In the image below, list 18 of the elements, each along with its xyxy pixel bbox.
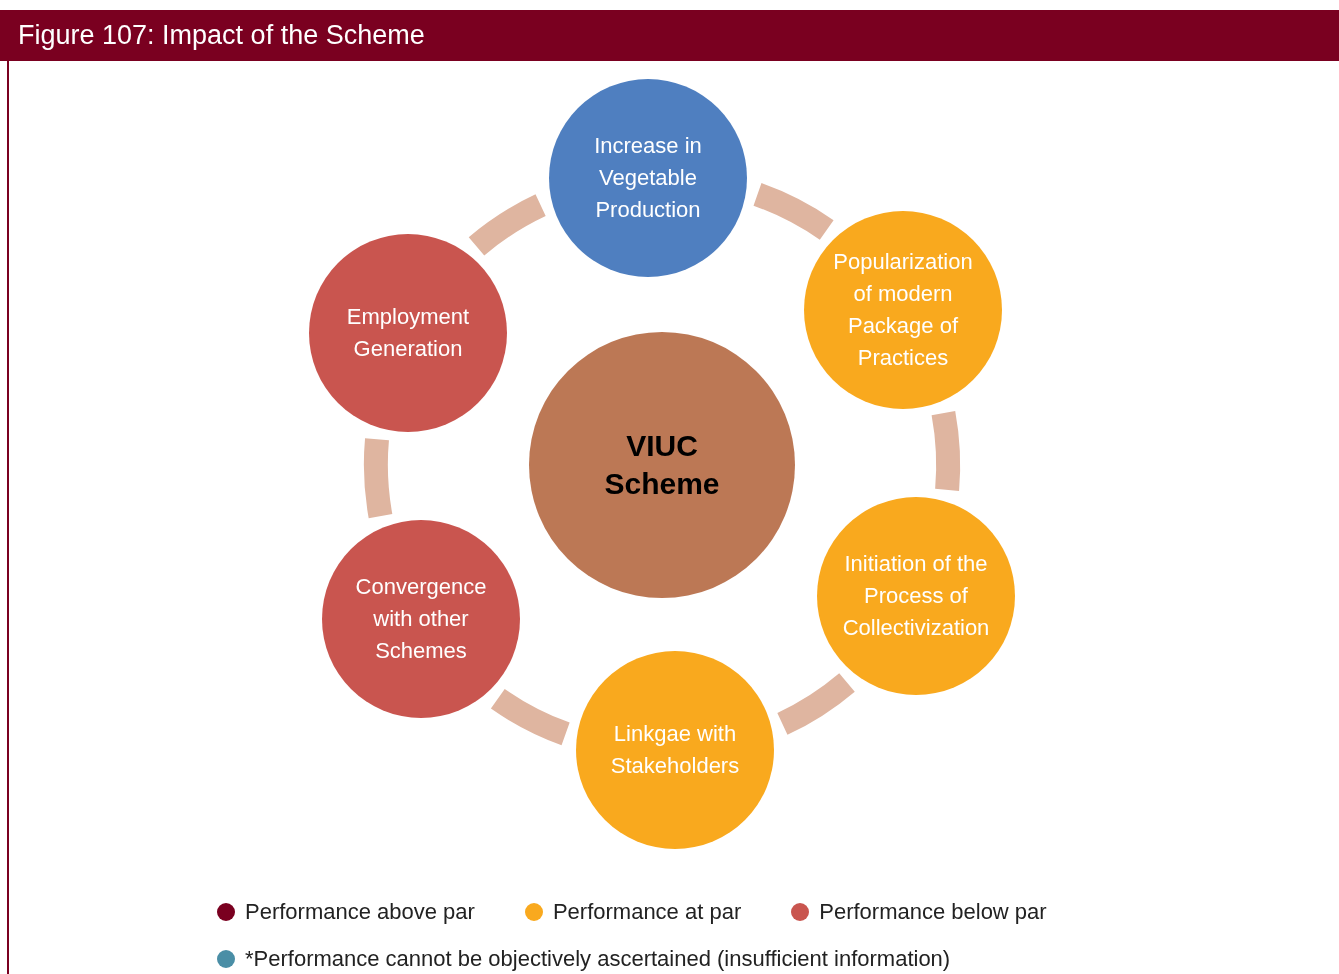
- node-text: Convergence with other Schemes: [354, 573, 488, 665]
- connector-arc: [776, 673, 855, 735]
- node-text: Initiation of the Process of Collectivization: [841, 550, 991, 642]
- node-text: Linkgae with Stakeholders: [609, 720, 741, 780]
- connector-arc: [491, 688, 571, 746]
- node-text: Popularization of modern Package of Practices: [832, 248, 974, 372]
- connector-arc: [363, 438, 393, 518]
- connector-arc: [753, 183, 834, 241]
- connector-arc: [931, 411, 961, 491]
- legend-text: Performance above par: [245, 898, 475, 926]
- legend-text: Performance below par: [819, 898, 1047, 926]
- connector-arc: [469, 194, 547, 256]
- node-text: Increase in Vegetable Production: [593, 132, 703, 224]
- node-text: Employment Generation: [345, 303, 471, 363]
- legend-text: Performance at par: [552, 898, 742, 926]
- title-bar: Figure 107: Impact of the Scheme: [0, 10, 1339, 61]
- node-text: VIUC Scheme: [603, 428, 721, 502]
- legend-text: *Performance cannot be objectively ascertained (insufficient information): [245, 945, 951, 973]
